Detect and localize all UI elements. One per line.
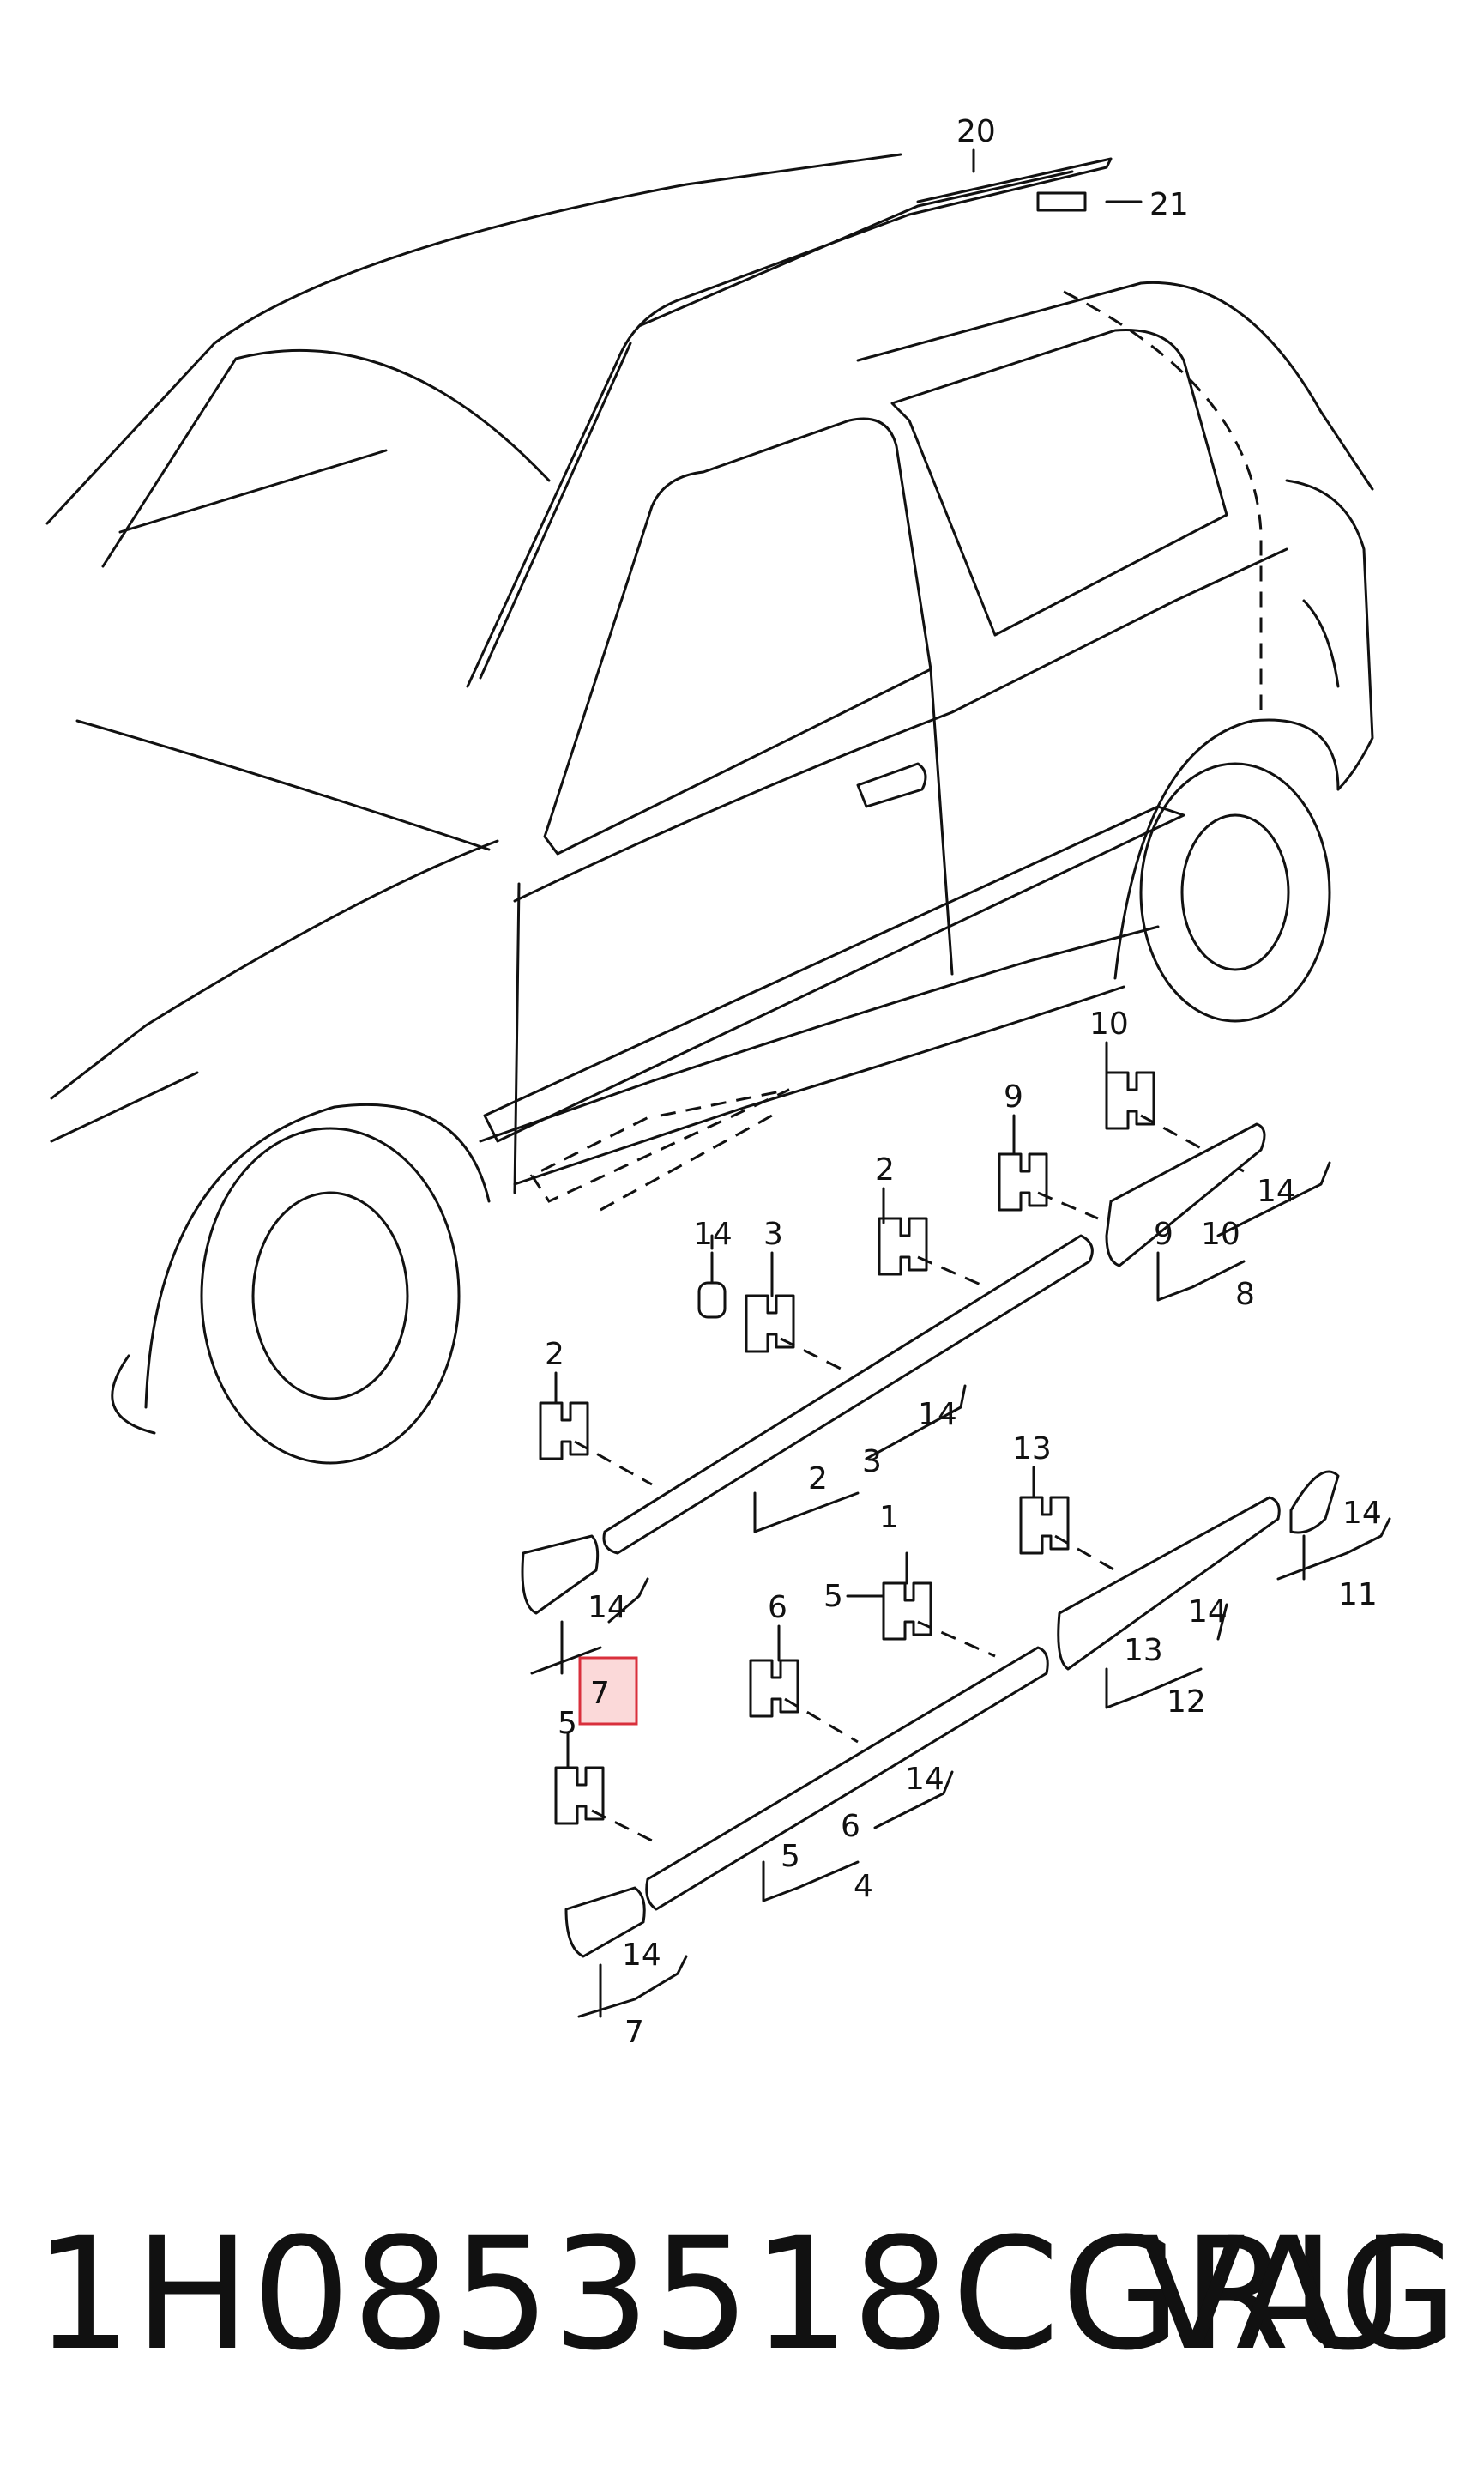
molding-front-lower (564, 1886, 646, 1958)
label-6-clip: 6 (768, 1590, 787, 1625)
label-14-door-upper: 14 (918, 1397, 957, 1432)
label-9-bracket: 9 (1154, 1217, 1173, 1252)
label-5-bracket: 5 (781, 1839, 800, 1874)
label-14-rear-lower: 14 (1188, 1594, 1228, 1630)
label-3-clip: 3 (763, 1217, 783, 1252)
label-13-clip: 13 (1012, 1431, 1052, 1466)
molding-door-upper (602, 1234, 1094, 1555)
label-5-clip-front: 5 (558, 1706, 577, 1741)
molding-front-upper (521, 1534, 600, 1615)
callout-brackets (530, 148, 1391, 2018)
parts-diagram: 20 21 10 9 14 9 10 8 2 14 3 2 14 2 3 1 1… (45, 114, 1391, 2050)
label-10-bracket: 10 (1201, 1217, 1240, 1252)
car-outline (45, 153, 1374, 1465)
brand-name: VAG (1139, 2205, 1458, 2385)
part-number: 1H0853518CGRU (34, 2205, 1407, 2385)
label-5-clip-upper: 5 (823, 1579, 843, 1614)
label-14-rear-upper: 14 (1257, 1174, 1296, 1209)
label-10-clip: 10 (1089, 1007, 1129, 1042)
label-2-clip-front: 2 (545, 1337, 564, 1372)
label-14-rear-end: 14 (1342, 1496, 1382, 1531)
label-7-highlighted: 7 (590, 1676, 610, 1711)
caption: 1H0853518CGRU VAG (34, 2210, 1458, 2381)
molding-rear-lower (1057, 1496, 1281, 1671)
callout-labels: 20 21 10 9 14 9 10 8 2 14 3 2 14 2 3 1 1… (545, 114, 1382, 2050)
label-14-front-lower: 14 (622, 1938, 661, 1973)
molding-rear-upper (1105, 1122, 1266, 1267)
label-7: 7 (624, 2015, 644, 2050)
label-1: 1 (879, 1500, 899, 1535)
fastener-clips (539, 191, 1155, 1825)
label-3-bracket: 3 (862, 1444, 882, 1479)
highlight-box (578, 1656, 638, 1726)
molding-door-lower (645, 1646, 1049, 1911)
label-14-door-lower: 14 (905, 1762, 944, 1797)
label-13-bracket: 13 (1124, 1633, 1163, 1668)
label-2-bracket: 2 (808, 1461, 828, 1497)
label-2-clip-upper: 2 (875, 1152, 895, 1188)
label-4: 4 (854, 1869, 873, 1904)
label-8: 8 (1235, 1277, 1255, 1312)
label-14-grommet: 14 (693, 1217, 733, 1252)
assembly-lines (574, 1114, 1245, 1847)
label-14-front-upper: 14 (588, 1590, 627, 1625)
label-12: 12 (1167, 1684, 1206, 1720)
label-20: 20 (956, 114, 996, 149)
label-11: 11 (1338, 1577, 1378, 1612)
label-6-bracket: 6 (841, 1809, 860, 1844)
label-9-clip: 9 (1004, 1079, 1023, 1115)
molding-rear-end (1289, 1470, 1340, 1534)
molding-parts (521, 1122, 1340, 1958)
label-21: 21 (1149, 187, 1189, 222)
